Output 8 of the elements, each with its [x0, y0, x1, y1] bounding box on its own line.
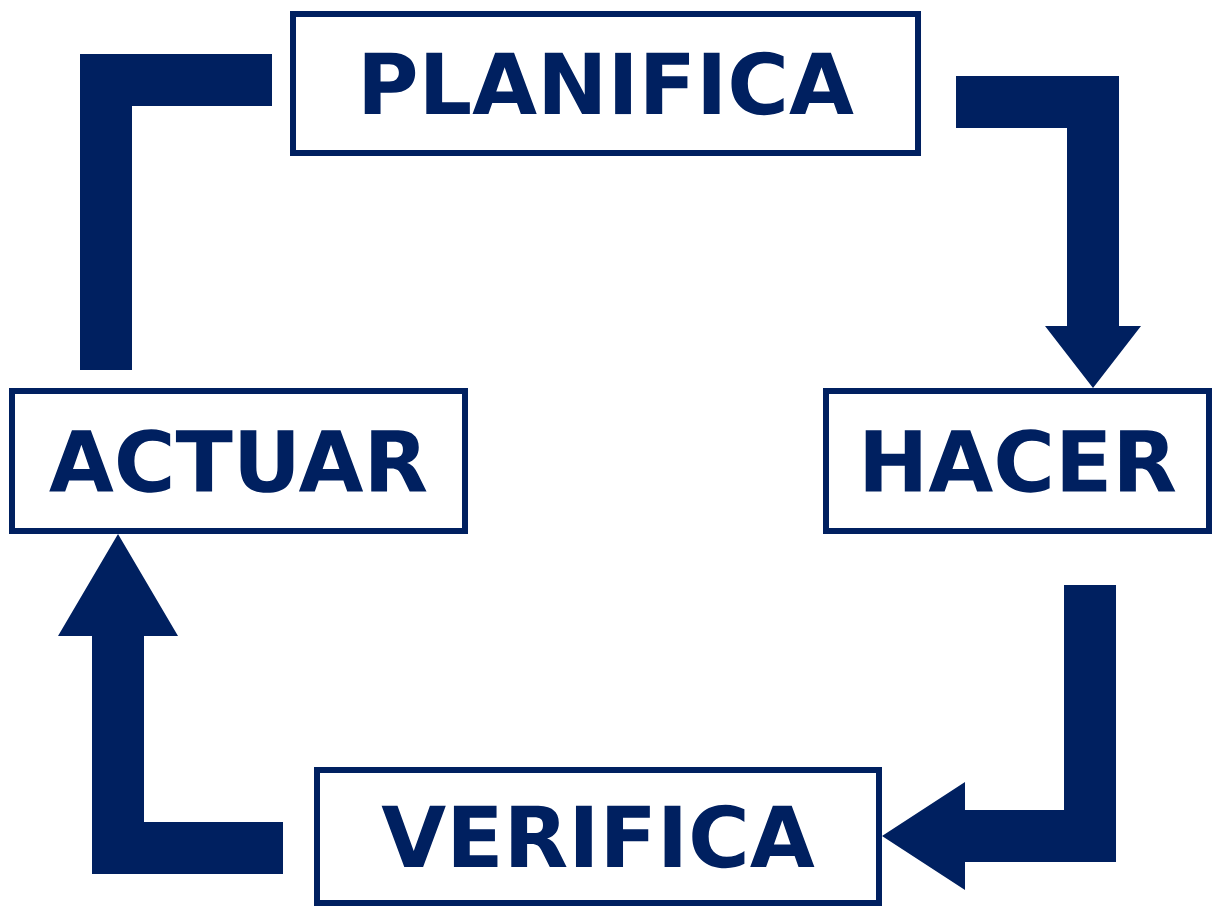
- arrow: [956, 76, 1141, 388]
- arrow: [58, 534, 283, 874]
- step-box: HACER: [823, 388, 1212, 534]
- arrow: [882, 585, 1116, 890]
- step-box: ACTUAR: [9, 388, 468, 534]
- step-box: VERIFICA: [314, 767, 882, 906]
- step-box: PLANIFICA: [290, 11, 921, 156]
- arrow: [80, 54, 272, 370]
